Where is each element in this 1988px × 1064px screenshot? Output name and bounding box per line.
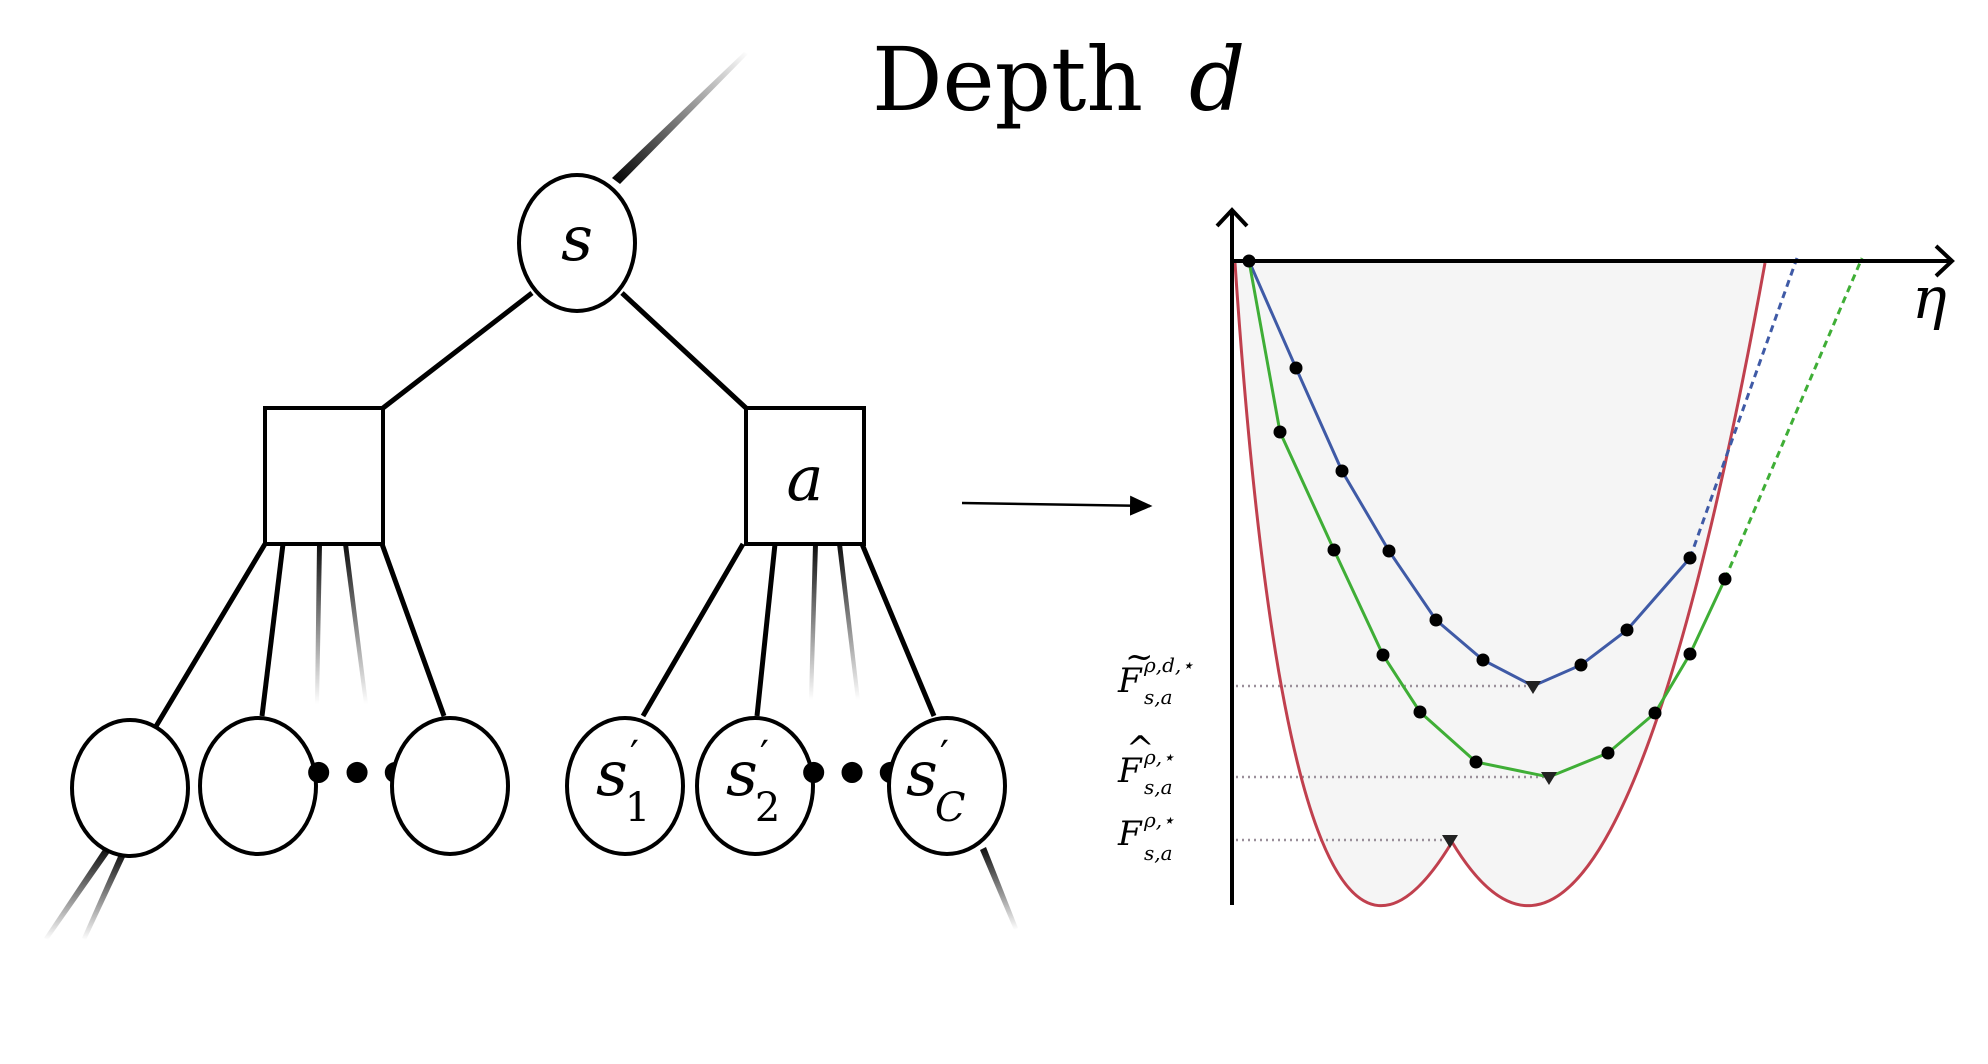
- successor-1-base: s: [596, 737, 628, 810]
- green-sample-point: [1683, 647, 1697, 661]
- blue-sample-point: [1620, 623, 1634, 637]
- successor-C-base: s: [906, 737, 938, 810]
- min-marker-f: [1442, 835, 1458, 848]
- blue-sample-point: [1382, 544, 1396, 558]
- blue-sample-point: [1476, 653, 1490, 667]
- edge-left-action-faded2: [343, 544, 368, 704]
- green-sample-point: [1327, 543, 1341, 557]
- f-tilde-accent: ~: [1125, 637, 1154, 677]
- leaf-outgoing-edge-3: [980, 847, 1018, 930]
- objective-plot: η F ~ ρ,d,⋆ s,a F ^ ρ,⋆ s,a F ρ,⋆ s,a: [1117, 207, 1955, 908]
- shaded-region: [1235, 263, 1765, 906]
- edge-right-action-child1: [640, 542, 746, 718]
- leaf-state-node-3: [390, 716, 510, 856]
- edge-left-action-faded1: [315, 544, 322, 704]
- y-axis-arrowhead: [1215, 207, 1249, 228]
- successor-state-label-C: s′ C: [906, 733, 966, 831]
- right-action-node: [744, 406, 866, 546]
- blue-sample-point: [1429, 613, 1443, 627]
- successor-state-node-C: [887, 716, 1007, 856]
- successor-C-sub: C: [935, 785, 966, 831]
- successor-state-node-2: [695, 716, 815, 856]
- green-sample-point: [1718, 572, 1732, 586]
- blue-sample-point: [1683, 551, 1697, 565]
- mapping-arrow: [961, 495, 1153, 516]
- edge-left-action-child3: [379, 543, 447, 717]
- green-sample-point: [1273, 425, 1287, 439]
- f-hat-accent: ^: [1126, 729, 1155, 769]
- label-f-hat: F ^ ρ,⋆ s,a: [1117, 729, 1175, 799]
- root-state-label: s: [561, 202, 593, 275]
- successor-state-label-1: s′ 1: [596, 733, 650, 831]
- f-hat-sup: ρ,⋆: [1143, 745, 1175, 769]
- label-f-tilde: F ~ ρ,d,⋆ s,a: [1117, 637, 1194, 709]
- title-variable: d: [1189, 28, 1245, 131]
- blue-sample-point: [1289, 361, 1303, 375]
- green-curve-dashed: [1723, 257, 1864, 580]
- x-axis-label: η: [1912, 264, 1947, 332]
- label-f: F ρ,⋆ s,a: [1117, 808, 1175, 865]
- f-tilde-sub: s,a: [1144, 685, 1173, 709]
- successor-2-sub: 2: [755, 785, 780, 831]
- diagram-title: Depth d: [872, 28, 1245, 131]
- green-sample-point: [1376, 648, 1390, 662]
- root-state-node: [517, 173, 637, 313]
- successor-C-prime: ′: [940, 733, 949, 779]
- f-tilde-base: F: [1117, 661, 1143, 701]
- edge-left-action-child2: [259, 543, 286, 717]
- min-marker-f-hat: [1541, 772, 1557, 785]
- x-axis-arrowhead: [1934, 244, 1955, 278]
- root-incoming-edge: [612, 52, 748, 184]
- green-sample-point: [1413, 705, 1427, 719]
- successor-1-sub: 1: [625, 785, 650, 831]
- edge-right-action-child3: [859, 543, 937, 717]
- edge-left-action-child1: [152, 542, 268, 730]
- edge-root-right-action: [620, 291, 748, 410]
- f-tilde-sup: ρ,d,⋆: [1143, 653, 1194, 677]
- green-sample-point: [1648, 706, 1662, 720]
- f-hat-base: F: [1117, 751, 1143, 791]
- green-sample-point: [1601, 746, 1615, 760]
- edge-right-action-child2: [754, 543, 778, 717]
- edge-right-action-faded2: [837, 544, 860, 700]
- edge-root-left-action: [381, 291, 534, 410]
- f-hat-sub: s,a: [1144, 775, 1173, 799]
- f-sub: s,a: [1144, 841, 1173, 865]
- edge-right-action-faded1: [809, 544, 818, 700]
- green-sample-point: [1469, 755, 1483, 769]
- search-tree: s a ••• s′1 s′2 ••• s′C: [44, 52, 1018, 940]
- title-word: Depth: [872, 28, 1143, 131]
- leaf-state-node-1: [70, 718, 190, 858]
- f-sup: ρ,⋆: [1143, 808, 1175, 832]
- action-label: a: [787, 442, 824, 515]
- sample-points: [1242, 254, 1732, 769]
- left-action-node: [263, 406, 385, 546]
- successor-state-label-2: s′ 2: [726, 733, 780, 831]
- blue-sample-point: [1574, 658, 1588, 672]
- successor-1-prime: ′: [630, 733, 639, 779]
- blue-curve: [1247, 260, 1692, 688]
- leaf-outgoing-edge-1: [44, 848, 110, 940]
- blue-curve-dashed: [1688, 257, 1799, 559]
- min-marker-f-tilde: [1525, 681, 1541, 694]
- f-base: F: [1117, 814, 1143, 854]
- leaf-outgoing-edge-2: [82, 852, 126, 940]
- blue-sample-point: [1335, 464, 1349, 478]
- successor-state-node-1: [565, 716, 685, 856]
- leaf-state-node-2: [198, 716, 318, 856]
- successor-2-base: s: [726, 737, 758, 810]
- successor-2-prime: ′: [760, 733, 769, 779]
